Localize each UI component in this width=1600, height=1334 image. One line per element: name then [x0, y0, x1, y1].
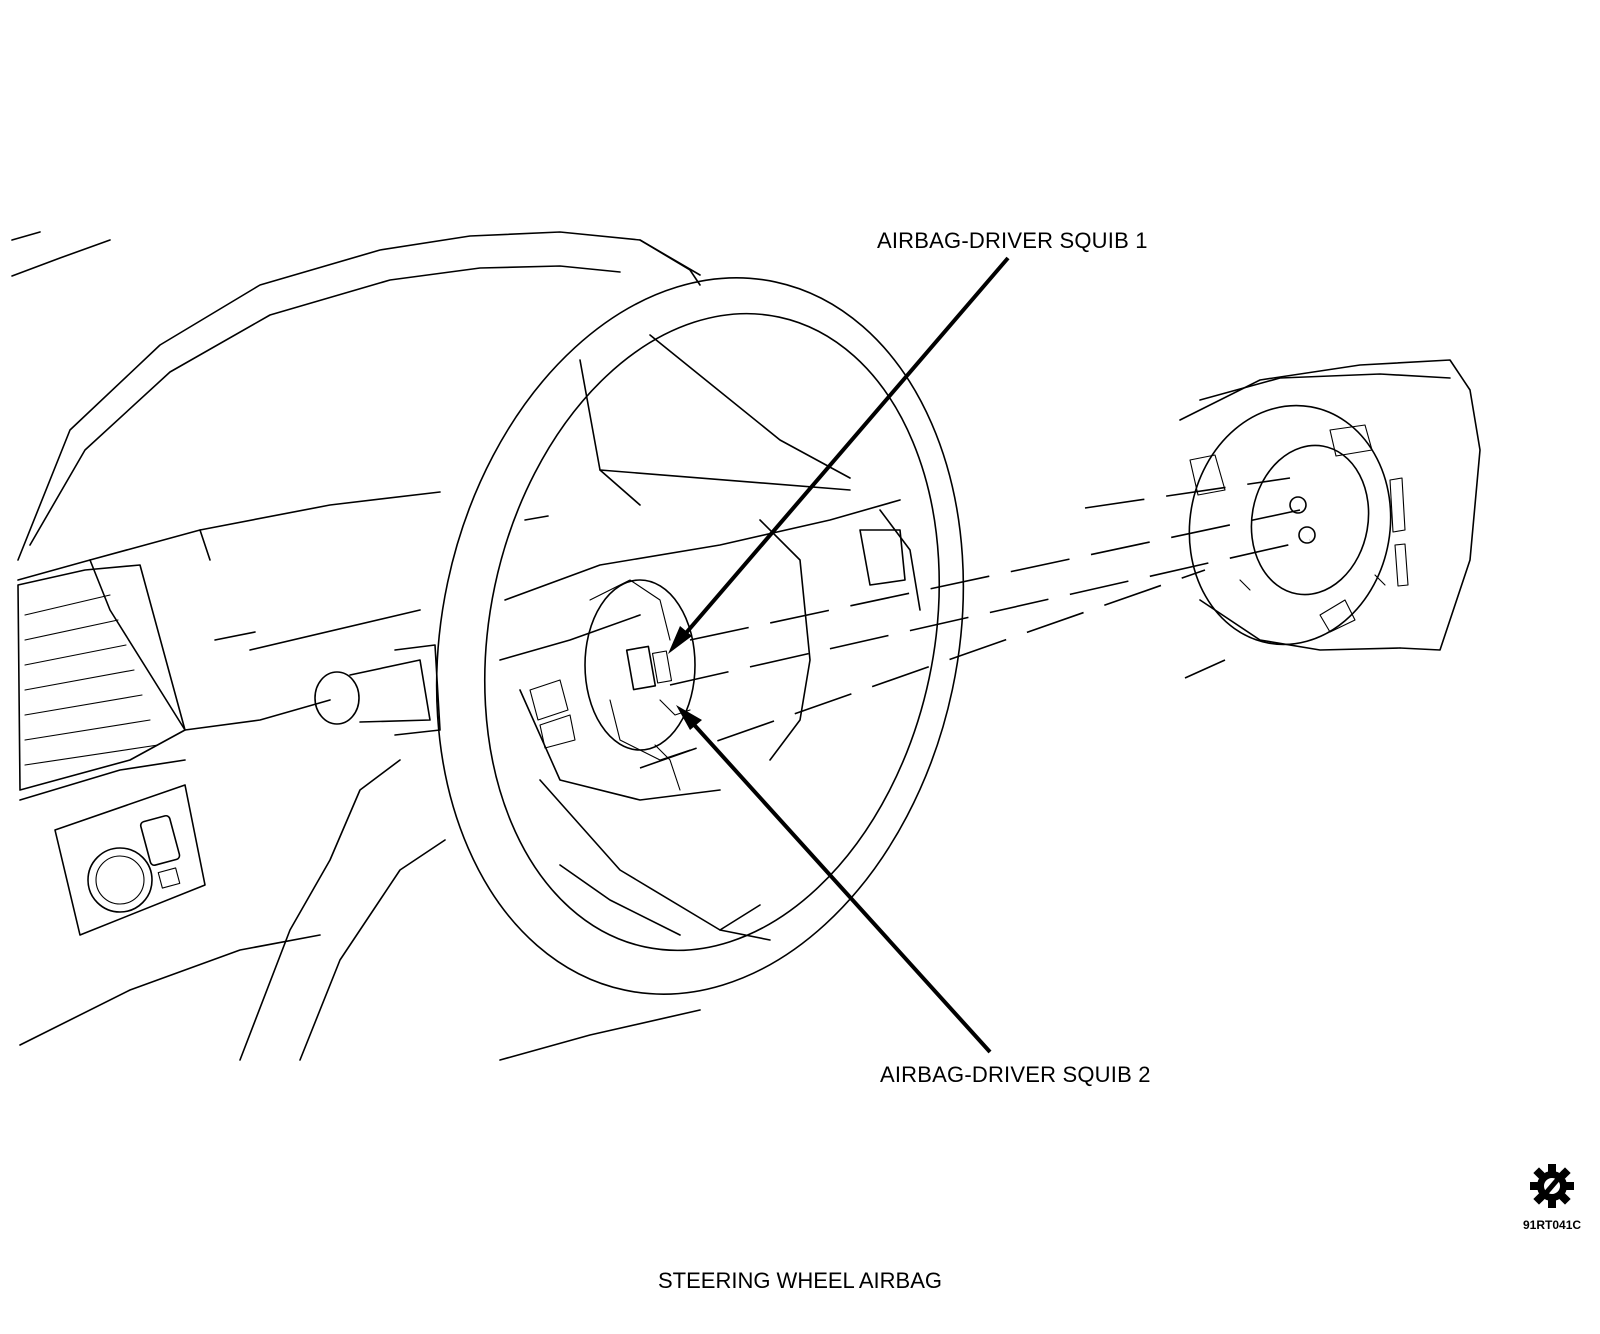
- figure-code: 91RT041C: [1523, 1218, 1582, 1232]
- airbag-module: [1179, 359, 1481, 651]
- squib-connectors: [625, 645, 691, 791]
- headlamp-switch-panel: [54, 784, 206, 936]
- figure-caption: STEERING WHEEL AIRBAG: [657, 1268, 943, 1293]
- steering-wheel: [435, 277, 965, 995]
- callout-leaders: [668, 256, 1010, 1054]
- callout-airbag-driver-squib-1: AIRBAG-DRIVER SQUIB 1: [877, 228, 1148, 253]
- air-vent: [17, 564, 186, 791]
- turn-signal-stalk: [314, 644, 441, 736]
- assembly-dashed-lines: [639, 477, 1311, 769]
- callout-airbag-driver-squib-2: AIRBAG-DRIVER SQUIB 2: [880, 1062, 1151, 1087]
- dashboard-outline: [11, 231, 851, 1061]
- gear-slash-logo-icon: [1530, 1164, 1574, 1208]
